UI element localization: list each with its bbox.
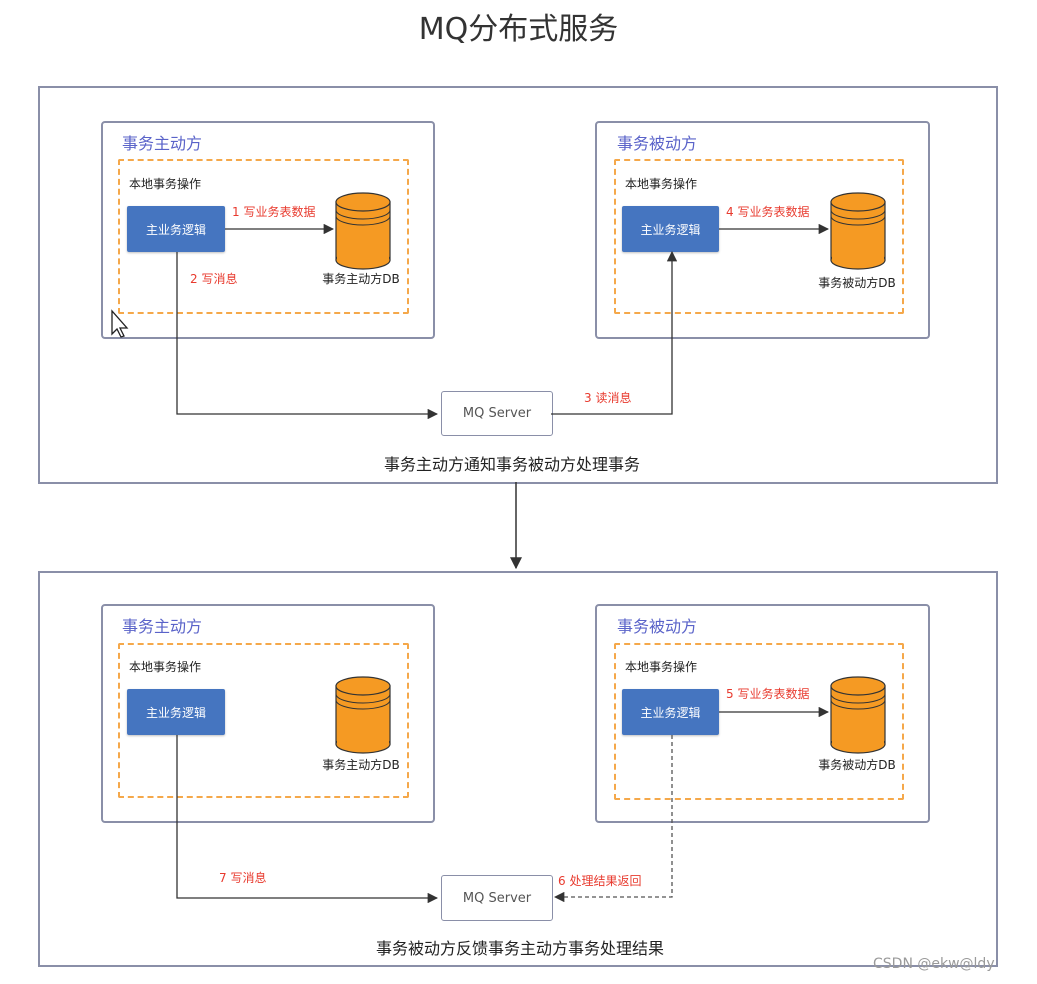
bottom-initiator-title: 事务主动方 xyxy=(122,617,203,636)
bottom-participant-db-label: 事务被动方DB xyxy=(818,758,896,772)
top-caption: 事务主动方通知事务被动方处理事务 xyxy=(384,455,641,474)
top-participant-local-label: 本地事务操作 xyxy=(625,177,698,191)
top-initiator-local-tx xyxy=(118,159,409,314)
bottom-caption: 事务被动方反馈事务主动方事务处理结果 xyxy=(376,939,665,958)
bottom-participant-logic: 主业务逻辑 xyxy=(622,689,719,735)
arrow-step6 xyxy=(553,735,673,903)
arrow-step2 xyxy=(176,252,439,420)
arrow-step7 xyxy=(176,735,439,904)
step-2-label: 2 写消息 xyxy=(190,272,238,286)
top-initiator-title: 事务主动方 xyxy=(122,134,203,153)
step-6-label: 6 处理结果返回 xyxy=(558,874,642,888)
bottom-initiator-logic: 主业务逻辑 xyxy=(127,689,225,735)
step-7-label: 7 写消息 xyxy=(219,871,267,885)
database-cylinder-icon xyxy=(335,192,391,270)
bottom-participant-local-label: 本地事务操作 xyxy=(625,660,698,674)
bottom-participant-title: 事务被动方 xyxy=(617,617,698,636)
database-cylinder-icon xyxy=(335,676,391,754)
bottom-initiator-local-tx xyxy=(118,643,409,798)
step-3-label: 3 读消息 xyxy=(584,391,632,405)
top-participant-logic: 主业务逻辑 xyxy=(622,206,719,252)
top-mq-server: MQ Server xyxy=(441,391,553,436)
top-participant-title: 事务被动方 xyxy=(617,134,698,153)
top-initiator-db-label: 事务主动方DB xyxy=(322,272,400,286)
watermark: CSDN @ekw@ldy xyxy=(873,956,995,972)
arrow-step3 xyxy=(551,250,678,415)
database-cylinder-icon xyxy=(830,192,886,270)
database-cylinder-icon xyxy=(830,676,886,754)
step-4-label: 4 写业务表数据 xyxy=(726,205,810,219)
bottom-initiator-local-label: 本地事务操作 xyxy=(129,660,202,674)
bottom-mq-server: MQ Server xyxy=(441,875,553,921)
top-initiator-logic: 主业务逻辑 xyxy=(127,206,225,252)
step-1-label: 1 写业务表数据 xyxy=(232,205,316,219)
top-initiator-local-label: 本地事务操作 xyxy=(129,177,202,191)
top-participant-db-label: 事务被动方DB xyxy=(818,276,896,290)
bottom-participant-local-tx xyxy=(614,643,904,800)
diagram-title: MQ分布式服务 xyxy=(418,12,619,47)
step-5-label: 5 写业务表数据 xyxy=(726,687,810,701)
mouse-pointer-icon xyxy=(111,309,129,338)
bottom-initiator-db-label: 事务主动方DB xyxy=(322,758,400,772)
top-participant-local-tx xyxy=(614,159,904,314)
